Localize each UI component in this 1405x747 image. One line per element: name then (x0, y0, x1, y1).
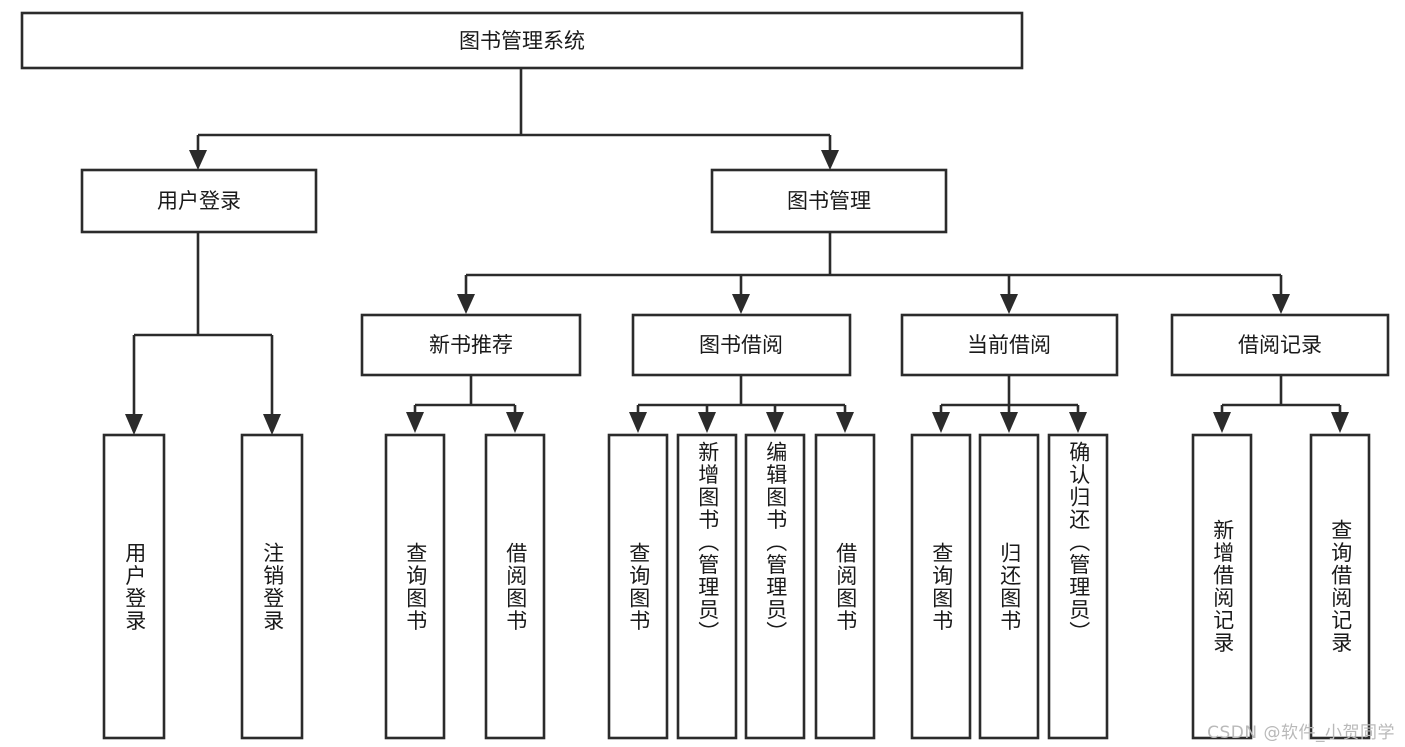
node-root-label: 图书管理系统 (459, 29, 585, 53)
leaf-return-books-box[interactable] (978, 433, 1040, 740)
leaf-add-book-admin-box[interactable] (676, 433, 738, 740)
arrow-head-leaf-query-borrow-record (1331, 412, 1349, 433)
node-user-login-label: 用户登录 (157, 189, 241, 213)
arrow-head-leaf-return-books (1000, 412, 1018, 433)
arrow-head-leaf-logout (263, 414, 281, 435)
arrow-head-leaf-add-borrow-record (1213, 412, 1231, 433)
leaf-box-group (102, 433, 1371, 740)
node-book-management[interactable]: 图书管理 (710, 168, 948, 234)
node-root-box[interactable] (20, 11, 1024, 70)
node-borrow-record[interactable]: 借阅记录 (1170, 313, 1390, 377)
node-book-borrow[interactable]: 图书借阅 (631, 313, 852, 377)
node-root[interactable]: 图书管理系统 (20, 11, 1024, 70)
node-new-book-recommend-label: 新书推荐 (429, 333, 513, 357)
node-new-book-recommend-box[interactable] (360, 313, 582, 377)
arrow-head-user-login (189, 150, 207, 170)
leaf-edit-book-admin-box[interactable] (744, 433, 806, 740)
node-current-borrow[interactable]: 当前借阅 (900, 313, 1119, 377)
leaf-add-borrow-record-box[interactable] (1191, 433, 1253, 740)
arrow-head-leaf-query-books-3 (932, 412, 950, 433)
arrow-head-leaf-borrow-books-2 (836, 412, 854, 433)
arrow-head-leaf-query-books-2 (629, 412, 647, 433)
arrow-head-leaf-edit-book-admin (766, 412, 784, 433)
arrow-head-leaf-query-books-1 (406, 412, 424, 433)
node-borrow-record-box[interactable] (1170, 313, 1390, 377)
node-book-borrow-label: 图书借阅 (699, 333, 783, 357)
arrow-head-leaf-add-book-admin (698, 412, 716, 433)
leaf-query-books-3-box[interactable] (910, 433, 972, 740)
csdn-watermark: CSDN @软件_小贺同学 (1207, 723, 1395, 743)
leaf-borrow-books-2-box[interactable] (814, 433, 876, 740)
node-borrow-record-label: 借阅记录 (1238, 333, 1322, 357)
node-user-login[interactable]: 用户登录 (80, 168, 318, 234)
node-book-management-box[interactable] (710, 168, 948, 234)
arrow-head-leaf-confirm-return-admin (1069, 412, 1087, 433)
node-book-management-label: 图书管理 (787, 189, 871, 213)
connector-group (125, 68, 1349, 435)
node-user-login-box[interactable] (80, 168, 318, 234)
leaf-query-books-2-box[interactable] (607, 433, 669, 740)
leaf-query-borrow-record-box[interactable] (1309, 433, 1371, 740)
node-book-borrow-box[interactable] (631, 313, 852, 377)
arrow-head-book-borrow (732, 294, 750, 314)
leaf-query-books-1-box[interactable] (384, 433, 446, 740)
leaf-confirm-return-admin-box[interactable] (1047, 433, 1109, 740)
node-current-borrow-box[interactable] (900, 313, 1119, 377)
arrow-head-leaf-borrow-books-1 (506, 412, 524, 433)
arrow-head-borrow-record (1272, 294, 1290, 314)
leaf-borrow-books-1-box[interactable] (484, 433, 546, 740)
arrow-head-leaf-user-login (125, 414, 143, 435)
leaf-logout-box[interactable] (240, 433, 304, 740)
leaf-user-login-box[interactable] (102, 433, 166, 740)
arrow-head-book-management (821, 150, 839, 170)
node-current-borrow-label: 当前借阅 (967, 333, 1051, 357)
arrow-head-new-book-recommend (457, 294, 475, 314)
node-new-book-recommend[interactable]: 新书推荐 (360, 313, 582, 377)
arrow-head-current-borrow (1000, 294, 1018, 314)
